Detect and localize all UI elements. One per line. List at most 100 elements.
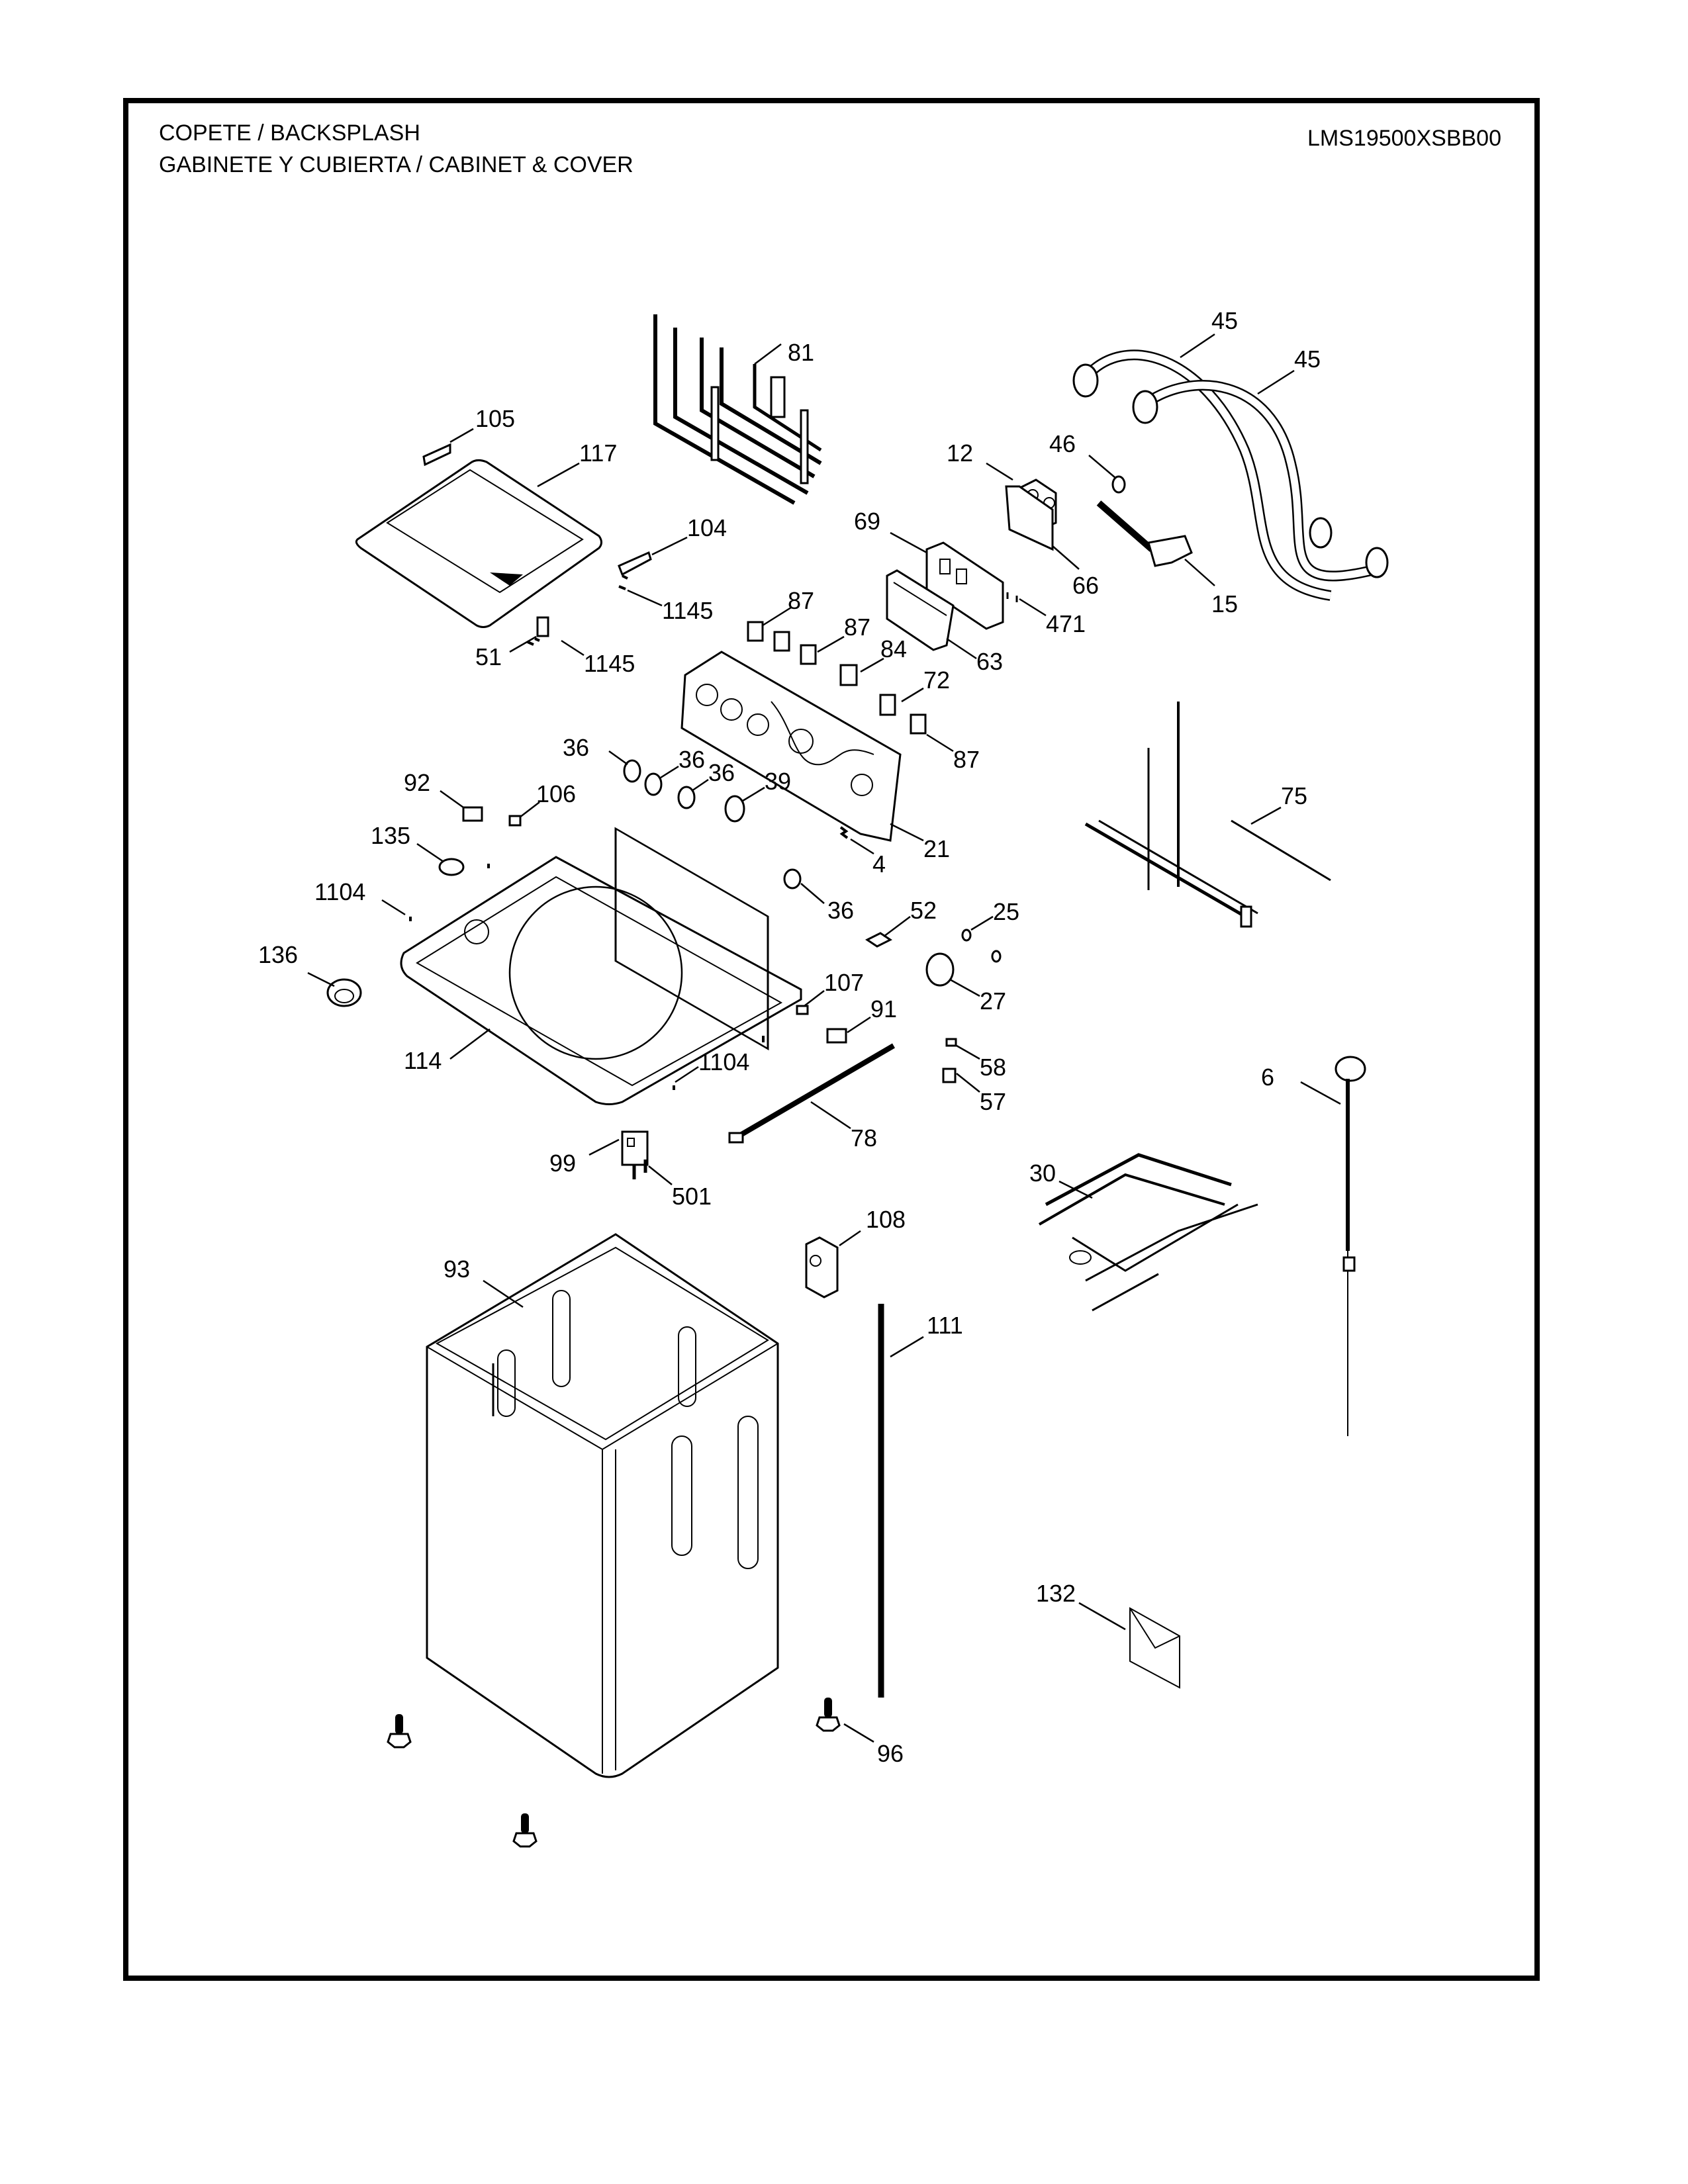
callout-104: 104 bbox=[687, 514, 727, 541]
callout-69: 69 bbox=[854, 508, 880, 535]
callout-72: 72 bbox=[923, 666, 950, 694]
part-135-bleach-cap[interactable] bbox=[438, 858, 465, 876]
callout-15: 15 bbox=[1211, 590, 1238, 617]
callout-117: 117 bbox=[579, 439, 617, 467]
callout-75: 75 bbox=[1281, 782, 1307, 809]
part-6-pressure-hose[interactable] bbox=[1335, 1056, 1366, 1436]
callout-25: 25 bbox=[993, 898, 1019, 925]
part-108-bracket[interactable] bbox=[805, 1236, 839, 1298]
callout-87-c: 87 bbox=[953, 746, 980, 773]
callout-36-d: 36 bbox=[827, 897, 854, 924]
callout-45-a: 45 bbox=[1211, 307, 1238, 334]
callout-135: 135 bbox=[371, 822, 410, 849]
part-96-leveling-leg[interactable] bbox=[387, 1698, 841, 1848]
part-36-knob-a[interactable] bbox=[623, 759, 641, 783]
part-30-main-wire-harness[interactable] bbox=[1039, 1153, 1258, 1312]
part-46-clamp[interactable] bbox=[1111, 475, 1126, 494]
part-1145-screw-a[interactable] bbox=[618, 574, 628, 590]
callout-106: 106 bbox=[536, 780, 576, 807]
part-58-clip[interactable] bbox=[945, 1038, 957, 1047]
callout-52: 52 bbox=[910, 897, 937, 924]
part-45-inlet-hose[interactable] bbox=[1072, 349, 1389, 601]
drawing-border bbox=[123, 98, 1540, 1981]
part-36-knob-d[interactable] bbox=[783, 868, 802, 889]
callout-108: 108 bbox=[866, 1206, 906, 1233]
callout-1145-b: 1145 bbox=[584, 650, 635, 677]
callout-4: 4 bbox=[872, 850, 886, 878]
callout-58: 58 bbox=[980, 1054, 1006, 1081]
part-75-wire-harness[interactable] bbox=[1084, 702, 1331, 928]
callout-1104-a: 1104 bbox=[314, 878, 365, 905]
callout-66: 66 bbox=[1072, 572, 1099, 599]
callout-6: 6 bbox=[1261, 1064, 1274, 1091]
part-471-screws[interactable] bbox=[1006, 592, 1018, 602]
part-107-plug[interactable] bbox=[796, 1005, 809, 1015]
part-66-bracket[interactable] bbox=[1005, 485, 1054, 551]
callout-30: 30 bbox=[1029, 1160, 1056, 1187]
part-78-rod[interactable] bbox=[728, 1043, 896, 1144]
callout-1145-a: 1145 bbox=[662, 597, 713, 624]
callout-96: 96 bbox=[877, 1740, 904, 1767]
part-27-pressure-switch[interactable] bbox=[925, 952, 955, 987]
callout-84: 84 bbox=[880, 635, 907, 662]
part-104-lid-hinge[interactable] bbox=[618, 551, 652, 576]
callout-39: 39 bbox=[765, 768, 791, 795]
callout-36-a: 36 bbox=[563, 734, 589, 761]
part-501-screws[interactable] bbox=[632, 1160, 647, 1179]
callout-46: 46 bbox=[1049, 430, 1076, 457]
part-1145-screw-b[interactable] bbox=[527, 637, 540, 646]
part-15-inlet-nozzle[interactable] bbox=[1096, 500, 1193, 567]
callout-114: 114 bbox=[404, 1047, 442, 1074]
part-21-backsplash-panel[interactable] bbox=[680, 651, 902, 842]
callout-501: 501 bbox=[672, 1183, 712, 1210]
callout-111: 111 bbox=[927, 1312, 963, 1339]
part-87-switch-a[interactable] bbox=[747, 621, 764, 642]
callout-36-b: 36 bbox=[679, 746, 705, 773]
callout-99: 99 bbox=[549, 1150, 576, 1177]
part-87-switch-c[interactable] bbox=[910, 713, 927, 735]
part-1104-screw-b[interactable] bbox=[673, 1036, 765, 1090]
callout-87-b: 87 bbox=[844, 614, 870, 641]
callout-45-b: 45 bbox=[1294, 345, 1321, 373]
callout-93: 93 bbox=[444, 1255, 470, 1283]
callout-91: 91 bbox=[870, 995, 897, 1023]
part-36-knob-b[interactable] bbox=[644, 772, 663, 796]
part-72-knob-spring[interactable] bbox=[879, 694, 896, 716]
part-117-lid[interactable] bbox=[355, 459, 602, 628]
part-81-wire-harness[interactable] bbox=[653, 314, 822, 505]
callout-63: 63 bbox=[976, 648, 1003, 675]
part-87-switch-b[interactable] bbox=[773, 631, 817, 665]
part-92-switch[interactable] bbox=[462, 806, 483, 822]
callout-107: 107 bbox=[824, 969, 864, 996]
section-title-cabinet-cover: GABINETE Y CUBIERTA / CABINET & COVER bbox=[159, 152, 633, 177]
part-51-hinge-pin[interactable] bbox=[536, 616, 549, 637]
callout-36-c: 36 bbox=[708, 759, 735, 786]
part-93-cabinet[interactable] bbox=[426, 1233, 779, 1778]
part-99-lid-lock[interactable] bbox=[621, 1130, 649, 1166]
part-57-clamp[interactable] bbox=[942, 1068, 957, 1083]
callout-87-a: 87 bbox=[788, 587, 814, 614]
part-136-softener-dispenser[interactable] bbox=[326, 978, 362, 1007]
part-36-knob-c[interactable] bbox=[677, 786, 696, 809]
part-132-owners-manual[interactable] bbox=[1129, 1607, 1180, 1689]
callout-92: 92 bbox=[404, 769, 430, 796]
part-84-switch[interactable] bbox=[839, 664, 858, 686]
part-1104-screw-a[interactable] bbox=[409, 864, 490, 921]
part-106-plug[interactable] bbox=[508, 815, 522, 827]
callout-471: 471 bbox=[1046, 610, 1086, 637]
callout-12: 12 bbox=[947, 439, 973, 467]
callout-21: 21 bbox=[923, 835, 950, 862]
callout-132: 132 bbox=[1036, 1580, 1076, 1607]
part-63-display-module[interactable] bbox=[886, 569, 955, 651]
part-114-top-cover[interactable] bbox=[400, 827, 802, 1105]
callout-136: 136 bbox=[258, 941, 298, 968]
part-25-grommet[interactable] bbox=[961, 929, 1002, 963]
part-91-switch[interactable] bbox=[826, 1028, 847, 1044]
section-title-backsplash: COPETE / BACKSPLASH bbox=[159, 120, 420, 146]
part-39-knob[interactable] bbox=[724, 795, 745, 823]
callout-81: 81 bbox=[788, 339, 814, 366]
callout-1104-b: 1104 bbox=[698, 1048, 749, 1075]
part-4-spring[interactable] bbox=[839, 826, 849, 839]
part-105-hinge-cover[interactable] bbox=[422, 443, 451, 467]
